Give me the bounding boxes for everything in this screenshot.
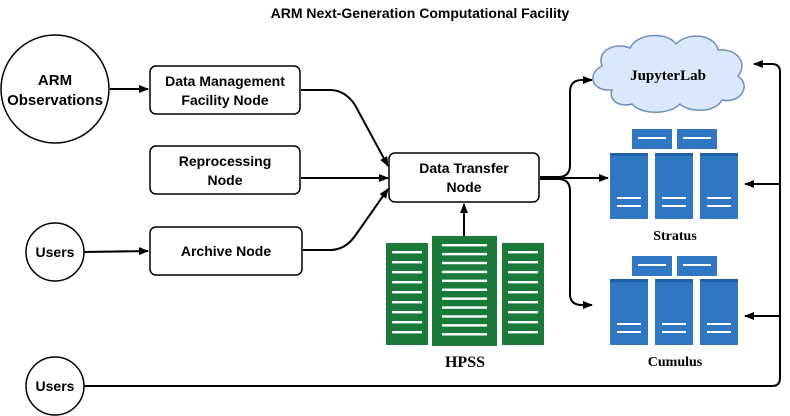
- hpss-rack: [386, 243, 428, 345]
- reprocessing-node: Reprocessing Node: [149, 145, 301, 195]
- edge-users-to-archive: [83, 247, 149, 256]
- dmf-node-line1: Data Management: [165, 73, 285, 89]
- edge-dmf-to-dtn: [301, 89, 389, 167]
- hpss-slot: [392, 261, 422, 264]
- hpss-slot: [508, 301, 538, 304]
- server-rack-icon: [610, 129, 738, 219]
- stratus-node: Stratus: [610, 129, 738, 244]
- edge-dtn-to-cumulus: [540, 178, 593, 309]
- edge-archive-to-dtn: [303, 188, 389, 251]
- hpss-slot: [442, 288, 487, 291]
- archive-node: Archive Node: [149, 226, 303, 276]
- hpss-slot: [508, 311, 538, 314]
- cumulus-node: Cumulus: [610, 256, 738, 370]
- diagram-title: ARM Next-Generation Computational Facili…: [271, 5, 570, 21]
- reprocessing-node-line2: Node: [208, 172, 243, 188]
- hpss-slot: [508, 271, 538, 274]
- hpss-slot: [442, 297, 487, 300]
- hpss-slot: [508, 251, 538, 254]
- hpss-slot: [392, 311, 422, 314]
- edge-users-to-jupyterlab: [84, 60, 781, 387]
- server-rack-icon: [610, 256, 738, 345]
- hpss-slot: [442, 306, 487, 309]
- hpss-slot: [508, 321, 538, 324]
- cumulus-label: Cumulus: [648, 355, 703, 370]
- hpss-slot: [508, 261, 538, 264]
- hpss-slot: [442, 324, 487, 327]
- hpss-slot: [442, 244, 487, 247]
- arm-observations-node: ARM Observations: [0, 34, 110, 144]
- arm-observations-line2: Observations: [7, 92, 103, 109]
- data-transfer-node-line1: Data Transfer: [419, 160, 509, 176]
- data-transfer-node: Data Transfer Node: [388, 152, 540, 203]
- hpss-slot: [392, 331, 422, 334]
- hpss-slot: [442, 279, 487, 283]
- cloud-icon: [592, 34, 745, 113]
- hpss-slot: [392, 321, 422, 324]
- hpss-slot: [508, 331, 538, 334]
- data-transfer-node-line2: Node: [447, 179, 482, 195]
- hpss-rack: [502, 243, 544, 345]
- users-node-top: Users: [25, 222, 85, 282]
- reprocessing-node-line1: Reprocessing: [179, 153, 272, 169]
- hpss-rack: [432, 236, 497, 346]
- hpss-slot: [442, 333, 487, 336]
- users-top-label: Users: [36, 244, 75, 260]
- users-bottom-label: Users: [36, 378, 75, 394]
- jupyterlab-label: JupyterLab: [630, 68, 706, 84]
- hpss-slot: [392, 281, 422, 284]
- hpss-slot: [442, 270, 487, 274]
- stratus-label: Stratus: [653, 229, 697, 244]
- hpss-node: HPSS: [386, 236, 544, 371]
- jupyterlab-node: JupyterLab: [592, 34, 745, 113]
- hpss-storage-icon: [386, 236, 544, 346]
- arm-observations-line1: ARM: [38, 72, 72, 89]
- hpss-label: HPSS: [445, 354, 485, 371]
- hpss-slot: [392, 271, 422, 274]
- edge-dtn-to-jupyterlab: [540, 76, 593, 178]
- hpss-slot: [508, 291, 538, 294]
- archive-node-label: Archive Node: [181, 243, 271, 259]
- hpss-slot: [392, 291, 422, 294]
- hpss-slot: [392, 251, 422, 254]
- hpss-slot: [442, 252, 487, 256]
- dmf-node-line2: Facility Node: [181, 92, 268, 108]
- dmf-node: Data Management Facility Node: [149, 65, 301, 115]
- users-node-bottom: Users: [25, 356, 85, 416]
- hpss-slot: [508, 281, 538, 284]
- hpss-slot: [442, 261, 487, 265]
- hpss-slot: [442, 315, 487, 318]
- hpss-slot: [392, 301, 422, 304]
